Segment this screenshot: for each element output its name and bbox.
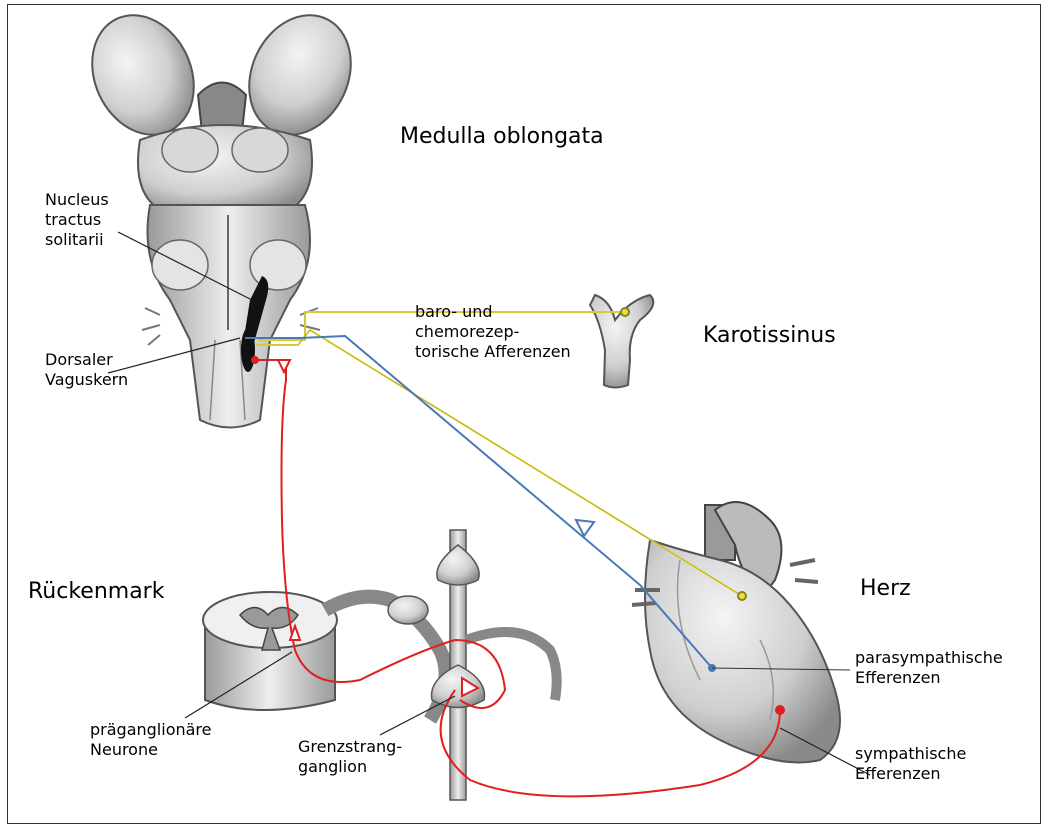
label-rueckenmark: Rückenmark	[28, 578, 164, 606]
sympathetic-terminal	[776, 706, 784, 714]
label-dorsaler-vaguskern: Dorsaler Vaguskern	[45, 350, 128, 390]
label-nucleus-tractus-solitarii: Nucleus tractus solitarii	[45, 190, 109, 250]
label-praeganglionaere-neurone: präganglionäre Neurone	[90, 720, 212, 760]
afferent-receptor-carotid	[621, 308, 629, 316]
heart-illustration	[632, 502, 840, 763]
label-afferenzen: baro- und chemorezep- torische Afferenze…	[415, 302, 571, 362]
leader-grenz	[380, 696, 455, 735]
label-parasympathische-efferenzen: parasympathische Efferenzen	[855, 648, 1003, 688]
afferent-receptor-heart	[738, 592, 746, 600]
label-sympathische-efferenzen: sympathische Efferenzen	[855, 744, 966, 784]
dorsal-vagus-nucleus-shape	[241, 328, 255, 372]
label-medulla-oblongata: Medulla oblongata	[400, 123, 604, 151]
label-grenzstrangganglion: Grenzstrang- ganglion	[298, 737, 402, 777]
label-herz: Herz	[860, 575, 911, 603]
label-karotissinus: Karotissinus	[703, 322, 836, 350]
sympathetic-arrow-medulla	[278, 360, 290, 372]
